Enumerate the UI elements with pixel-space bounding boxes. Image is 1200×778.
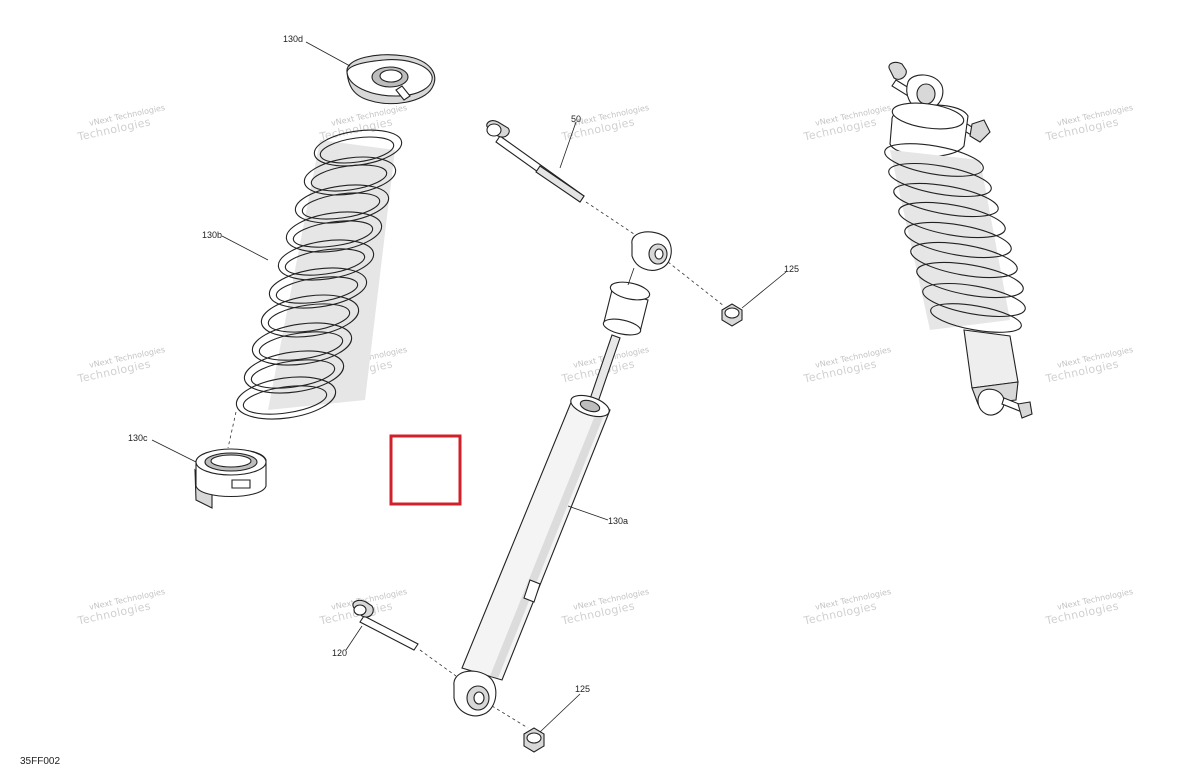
watermark: vNext Technologies Technologies: [1044, 103, 1134, 144]
watermark: vNext Technologies Technologies: [802, 587, 892, 628]
spring-retainer-130d[interactable]: [346, 54, 436, 105]
watermark: vNext Technologies Technologies: [76, 587, 166, 628]
spring-seat-130c[interactable]: [194, 448, 267, 509]
callout-130c: 130c: [128, 433, 148, 443]
lock-nut-125-top[interactable]: [721, 303, 743, 327]
coil-spring-130b[interactable]: [227, 125, 404, 449]
watermark: vNext Technologies Technologies: [802, 345, 892, 386]
assembled-shock-view[interactable]: [882, 61, 1033, 419]
callout-130a: 130a: [608, 516, 628, 526]
callout-125-bottom: 125: [575, 684, 590, 694]
callout-50: 50: [571, 114, 581, 124]
callout-130d: 130d: [283, 34, 303, 44]
callout-leaders: [151, 41, 787, 733]
watermark: vNext Technologies Technologies: [76, 103, 166, 144]
lock-nut-125-bottom[interactable]: [523, 727, 545, 753]
watermark: vNext Technologies Technologies: [560, 587, 650, 628]
bolt-50[interactable]: [486, 120, 585, 203]
callout-130b: 130b: [202, 230, 222, 240]
highlight-box: [389, 434, 462, 506]
figure-code: 35FF002: [20, 756, 60, 767]
watermark: vNext Technologies Technologies: [76, 345, 166, 386]
callout-125-top: 125: [784, 264, 799, 274]
watermark: vNext Technologies Technologies: [1044, 345, 1134, 386]
callout-120: 120: [332, 648, 347, 658]
watermark: vNext Technologies Technologies: [802, 103, 892, 144]
shock-absorber-130a[interactable]: [453, 231, 672, 717]
watermark: vNext Technologies Technologies: [1044, 587, 1134, 628]
bolt-120[interactable]: [352, 599, 419, 651]
